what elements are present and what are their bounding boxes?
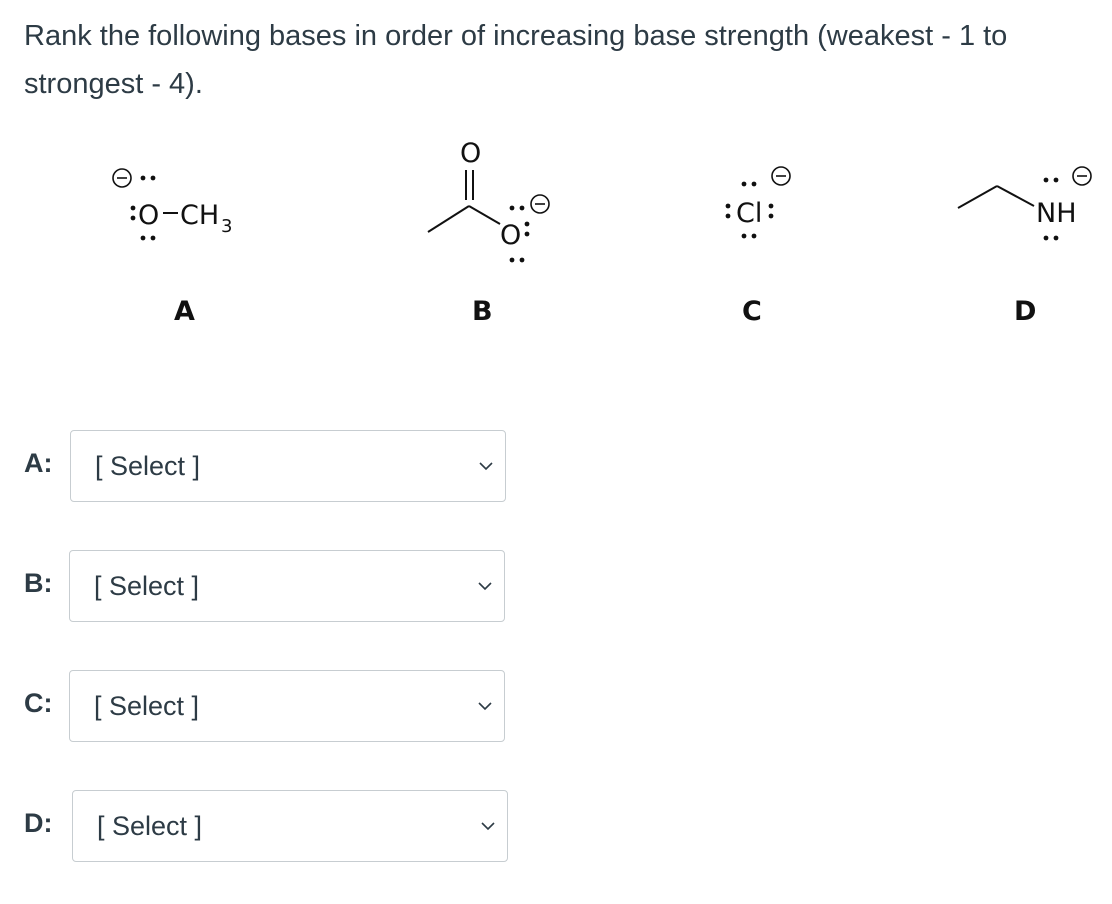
- structure-c: Cl C: [725, 166, 791, 327]
- atom-chlorine: Cl: [736, 198, 762, 229]
- row-label: C:: [24, 688, 53, 718]
- structures-figure: O CH 3 A O O B: [0, 120, 1112, 340]
- structures-svg: O CH 3 A O O B: [112, 138, 1092, 327]
- lone-pair-dot: [150, 235, 156, 241]
- structure-d: NH D: [957, 166, 1092, 327]
- negative-charge-icon: [771, 166, 791, 186]
- lone-pair-dot: [725, 203, 731, 209]
- select-dropdown-a[interactable]: [ Select ]: [70, 430, 506, 502]
- lone-pair-dot: [524, 221, 530, 227]
- row-label: A:: [24, 448, 53, 478]
- lone-pair-dot: [130, 205, 136, 211]
- subscript-3: 3: [221, 216, 232, 237]
- lone-pair-dot: [1053, 235, 1059, 241]
- answer-row-a: A: [ Select ]: [24, 430, 524, 506]
- atom-oxygen: O: [138, 200, 159, 231]
- atom-oxygen-anion: O: [500, 220, 521, 251]
- row-label: B:: [24, 568, 53, 598]
- chevron-down-icon: [481, 822, 495, 831]
- lone-pair-dot: [140, 235, 146, 241]
- bond: [996, 185, 1035, 207]
- select-dropdown-c[interactable]: [ Select ]: [69, 670, 505, 742]
- lone-pair-dot: [140, 175, 146, 181]
- question-text: Rank the following bases in order of inc…: [24, 20, 1008, 100]
- answer-row-b: B: [ Select ]: [24, 550, 524, 626]
- bond: [957, 185, 998, 209]
- lone-pair-dot: [751, 233, 757, 239]
- structure-b: O O B: [427, 138, 550, 327]
- lone-pair-dot: [524, 231, 530, 237]
- atom-carbon: CH: [180, 200, 219, 231]
- chevron-down-icon: [479, 462, 493, 471]
- select-dropdown-b[interactable]: [ Select ]: [69, 550, 505, 622]
- select-value: [ Select ]: [94, 691, 200, 721]
- row-label: D:: [24, 808, 53, 838]
- lone-pair-dot: [130, 215, 136, 221]
- lone-pair-dot: [741, 233, 747, 239]
- lone-pair-dot: [509, 257, 515, 263]
- atom-oxygen-carbonyl: O: [460, 138, 481, 169]
- chevron-down-icon: [478, 702, 492, 711]
- structure-letter: A: [174, 296, 195, 327]
- lone-pair-dot: [509, 205, 515, 211]
- bond: [468, 205, 501, 225]
- lone-pair-dot: [725, 213, 731, 219]
- lone-pair-dot: [519, 257, 525, 263]
- lone-pair-dot: [1043, 177, 1049, 183]
- select-value: [ Select ]: [94, 571, 200, 601]
- lone-pair-dot: [1053, 177, 1059, 183]
- select-dropdown-d[interactable]: [ Select ]: [72, 790, 508, 862]
- structure-letter: D: [1014, 296, 1036, 327]
- lone-pair-dot: [768, 203, 774, 209]
- lone-pair-dot: [150, 175, 156, 181]
- lone-pair-dot: [768, 213, 774, 219]
- negative-charge-icon: [530, 194, 550, 214]
- bond: [427, 205, 470, 233]
- lone-pair-dot: [1043, 235, 1049, 241]
- lone-pair-dot: [519, 205, 525, 211]
- chevron-down-icon: [478, 582, 492, 591]
- select-value: [ Select ]: [97, 811, 203, 841]
- negative-charge-icon: [112, 168, 132, 188]
- atom-nitrogen: NH: [1036, 198, 1077, 229]
- structure-letter: B: [472, 296, 493, 327]
- structure-letter: C: [742, 296, 762, 327]
- negative-charge-icon: [1072, 166, 1092, 186]
- lone-pair-dot: [751, 181, 757, 187]
- lone-pair-dot: [741, 181, 747, 187]
- select-value: [ Select ]: [95, 451, 201, 481]
- answer-row-d: D: [ Select ]: [24, 790, 524, 866]
- answer-row-c: C: [ Select ]: [24, 670, 524, 746]
- structure-a: O CH 3 A: [112, 168, 232, 327]
